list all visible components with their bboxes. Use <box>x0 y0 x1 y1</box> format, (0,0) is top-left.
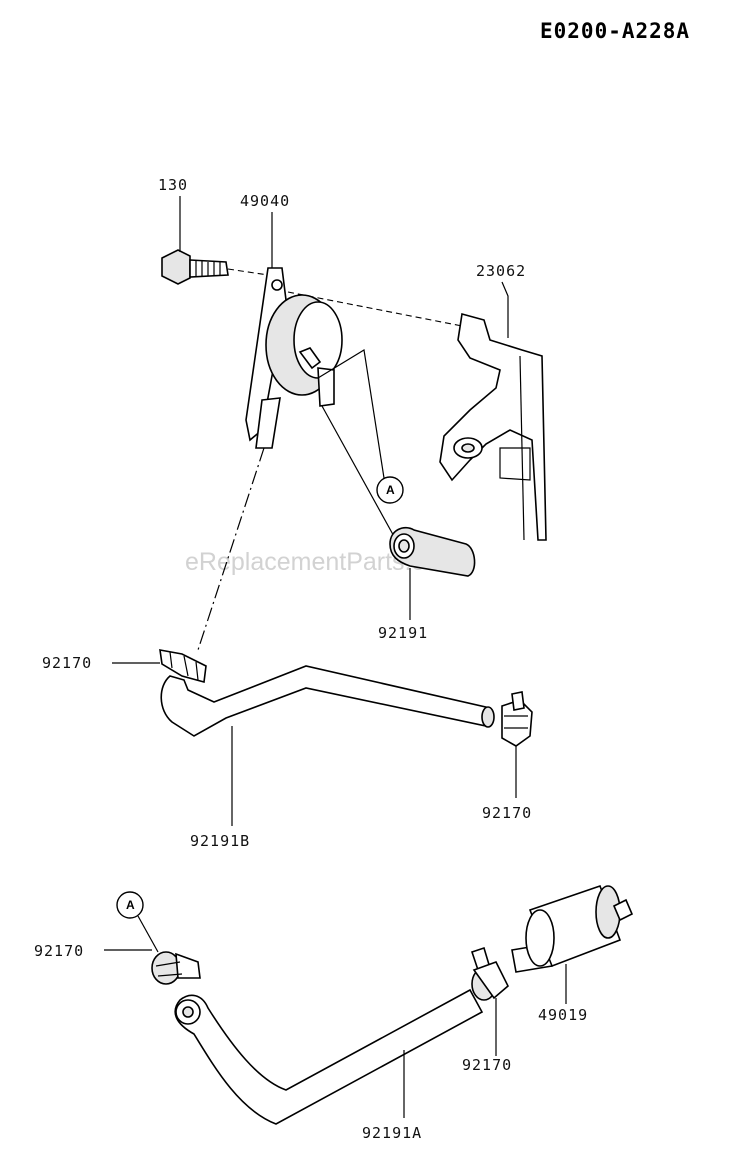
leader-callout-a-top <box>317 349 385 479</box>
label-92191b[interactable]: 92191B <box>190 832 250 850</box>
bolt-130[interactable] <box>161 249 229 285</box>
label-92170-filter[interactable]: 92170 <box>462 1056 512 1074</box>
svg-text:A: A <box>126 898 135 912</box>
connect-pump-inlet-clamp <box>197 447 265 651</box>
clamp-92170-filter[interactable] <box>470 946 509 1001</box>
label-92170-inlet[interactable]: 92170 <box>42 654 92 672</box>
connect-pump-outlet-hose <box>321 405 397 541</box>
callout-a-top[interactable]: A <box>376 476 404 504</box>
clamp-92170-a[interactable] <box>151 951 201 985</box>
diagram-code: E0200-A228A <box>540 19 690 43</box>
label-23062[interactable]: 23062 <box>476 262 526 280</box>
hose-92191a[interactable] <box>174 988 484 1125</box>
bracket-23062[interactable] <box>439 312 547 541</box>
label-92191a[interactable]: 92191A <box>362 1124 422 1142</box>
align-line-bolt <box>227 268 269 276</box>
leader-23062 <box>501 281 509 338</box>
hose-92191b[interactable] <box>160 665 495 737</box>
label-92170-a[interactable]: 92170 <box>34 942 84 960</box>
label-92170-hose-b[interactable]: 92170 <box>482 804 532 822</box>
label-92191[interactable]: 92191 <box>378 624 428 642</box>
svg-text:A: A <box>386 483 395 497</box>
label-49040[interactable]: 49040 <box>240 192 290 210</box>
label-49019[interactable]: 49019 <box>538 1006 588 1024</box>
fuel-pump-49040[interactable] <box>245 267 343 449</box>
clamp-92170-hose-b[interactable] <box>501 691 533 747</box>
label-130[interactable]: 130 <box>158 176 188 194</box>
leader-callout-a-bottom <box>137 915 159 953</box>
fuel-filter-49019[interactable] <box>511 884 634 973</box>
hose-92191[interactable] <box>389 526 476 577</box>
callout-a-bottom[interactable]: A <box>116 891 144 919</box>
clamp-92170-inlet[interactable] <box>159 649 207 684</box>
